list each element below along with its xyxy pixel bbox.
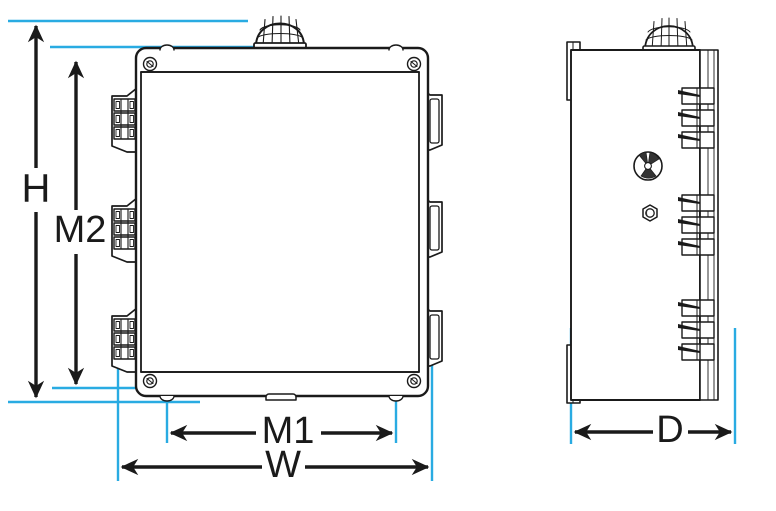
dimension-H: H	[22, 24, 51, 399]
dimension-M2: M2	[54, 60, 107, 386]
hinge-lower	[111, 307, 138, 373]
vent-trefoil-icon	[633, 151, 663, 181]
dim-W-label: W	[265, 444, 301, 486]
screw-bottom-left	[142, 373, 158, 389]
connector-fins	[678, 87, 715, 361]
dim-D-label: D	[656, 409, 683, 451]
tab-notch-top-left	[159, 44, 175, 51]
connector-group-upper	[678, 87, 715, 149]
tab-notch-bottom-right	[388, 395, 404, 402]
dimension-annotations: H M2 M1 W D	[22, 24, 733, 486]
tab-notch-bottom-left	[159, 395, 175, 402]
hinge-assembly-left	[111, 87, 138, 373]
connector-group-lower	[678, 299, 715, 361]
hinge-upper	[111, 87, 138, 153]
hinge-middle	[111, 197, 138, 263]
mount-tab-bottom-center	[265, 393, 297, 401]
hex-nut-fitting	[642, 204, 658, 222]
corner-screws	[142, 56, 422, 389]
screw-bottom-right	[406, 373, 422, 389]
connector-group-middle	[678, 194, 715, 256]
front-view	[111, 15, 443, 402]
side-view	[566, 17, 719, 404]
enclosure-lid-face	[140, 71, 420, 373]
screw-top-left	[142, 56, 158, 72]
dimension-W: W	[120, 444, 430, 486]
tab-notch-top-right	[388, 44, 404, 51]
dim-M2-label: M2	[54, 209, 107, 251]
screw-top-right	[406, 56, 422, 72]
dimension-M1: M1	[169, 410, 394, 452]
dimension-D: D	[573, 409, 733, 451]
beacon-dome	[253, 15, 307, 49]
dim-M1-label: M1	[262, 410, 315, 452]
dim-H-label: H	[22, 167, 51, 211]
